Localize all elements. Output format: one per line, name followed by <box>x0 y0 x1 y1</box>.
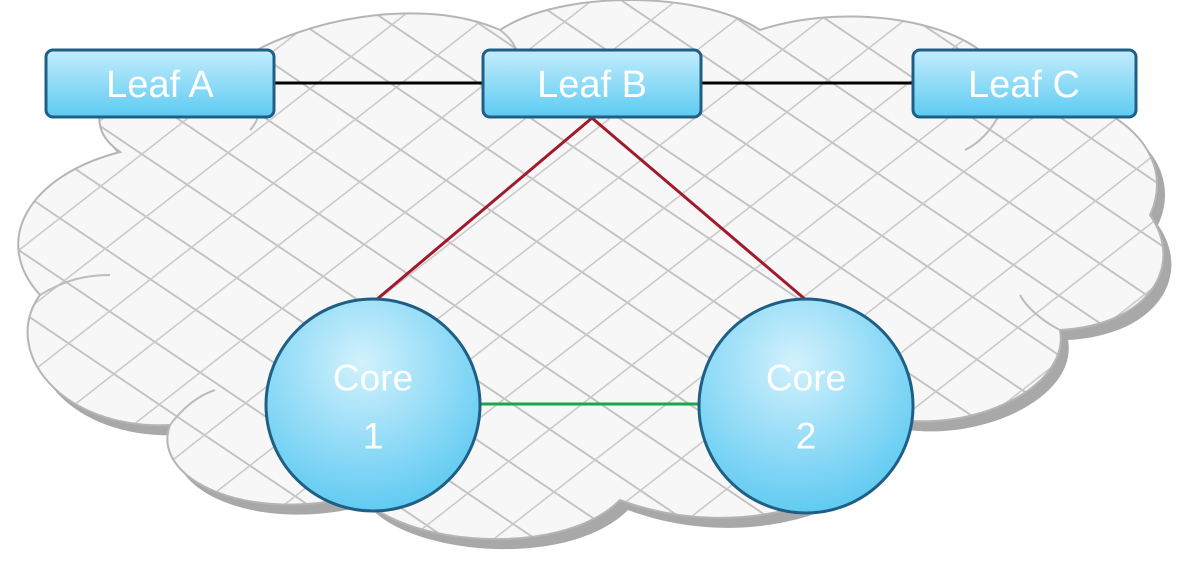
leaf-node-a[interactable]: Leaf A <box>44 48 276 119</box>
leaf-node-b[interactable]: Leaf B <box>481 48 703 119</box>
core-node-1[interactable]: Core 1 <box>264 297 482 513</box>
leaf-node-c-label: Leaf C <box>968 64 1080 106</box>
leaf-node-b-label: Leaf B <box>537 64 647 106</box>
core-node-1-label-line2: 1 <box>363 416 384 457</box>
core-node-1-label-line1: Core <box>333 358 413 399</box>
links <box>272 81 914 406</box>
core-node-2-label-line2: 2 <box>796 416 817 457</box>
leaf-node-a-label: Leaf A <box>106 64 214 106</box>
leaf-node-c[interactable]: Leaf C <box>911 48 1138 119</box>
core-node-2-label-line1: Core <box>766 358 846 399</box>
link-leaf-b-core-1 <box>375 116 593 302</box>
core-node-2[interactable]: Core 2 <box>697 297 915 515</box>
link-leaf-b-core-2 <box>591 116 807 302</box>
